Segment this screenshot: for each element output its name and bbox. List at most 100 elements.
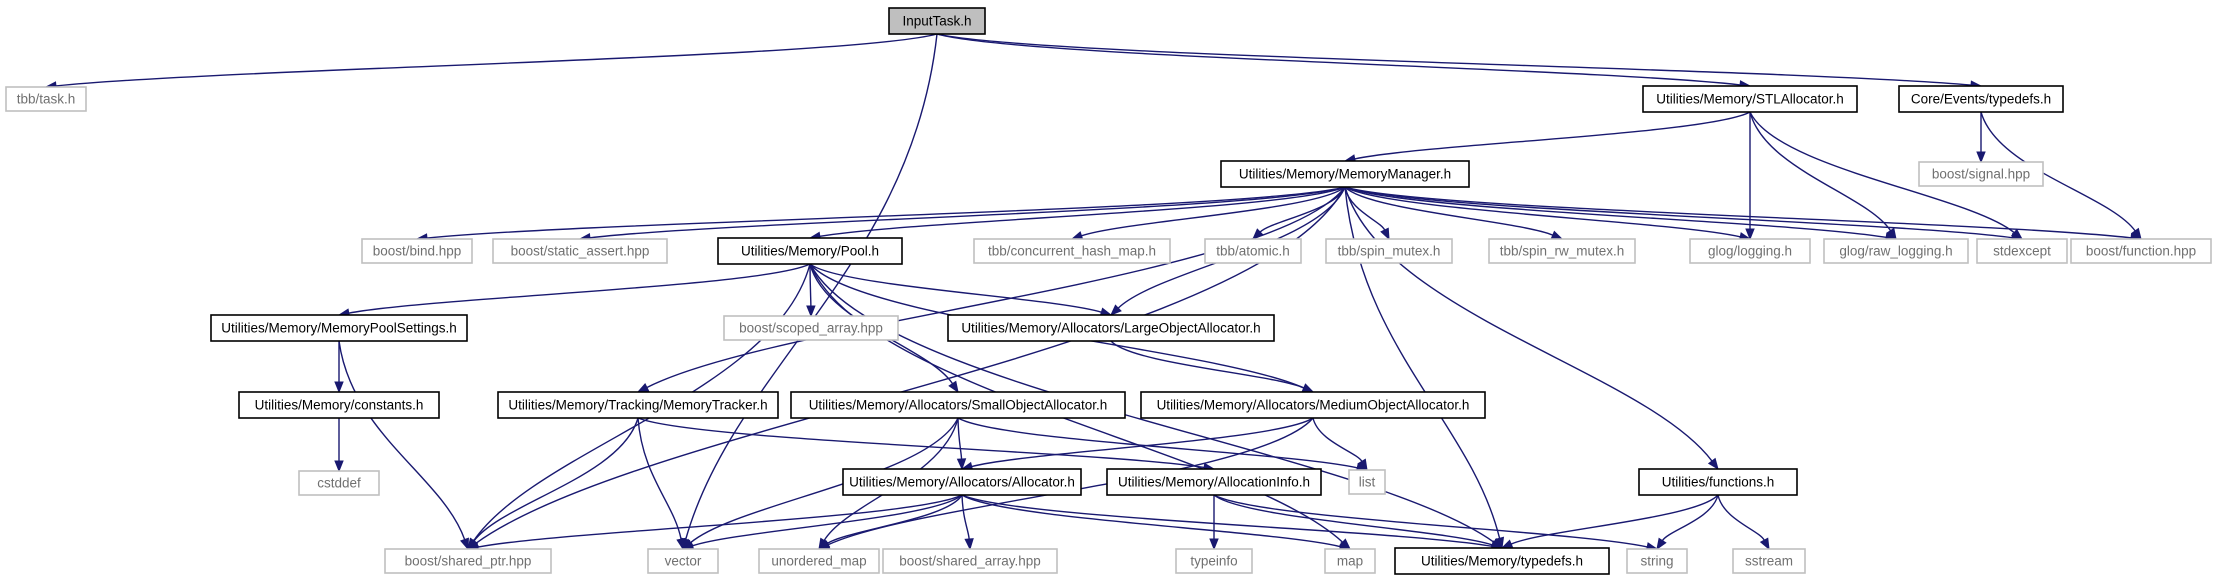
- edge-line: [961, 494, 1341, 548]
- node-stl-allocator[interactable]: Utilities/Memory/STLAllocator.h: [1642, 85, 1858, 113]
- node-memory-pool-settings[interactable]: Utilities/Memory/MemoryPoolSettings.h: [210, 314, 468, 342]
- node-tbb-task: tbb/task.h: [5, 86, 87, 112]
- node-box: [1325, 238, 1453, 264]
- node-label: Utilities/Memory/Tracking/MemoryTracker.…: [508, 398, 767, 413]
- node-box: [497, 391, 779, 419]
- arrowhead-icon: [964, 538, 974, 551]
- node-medium-object-allocator[interactable]: Utilities/Memory/Allocators/MediumObject…: [1140, 391, 1486, 419]
- node-label: Utilities/Memory/Allocators/SmallObjectA…: [809, 398, 1108, 413]
- edge-allocator-to-unordered-map: [817, 494, 963, 550]
- edge-line: [426, 186, 1346, 239]
- node-boost-bind: boost/bind.hpp: [361, 238, 473, 264]
- node-label: cstddef: [317, 476, 361, 491]
- node-label: Utilities/Memory/constants.h: [255, 398, 424, 413]
- node-box: [2070, 238, 2212, 264]
- edge-pool-to-large-object-allocator: [809, 263, 1113, 317]
- node-label: boost/scoped_array.hpp: [739, 321, 883, 336]
- edge-line: [637, 417, 682, 540]
- node-label: tbb/task.h: [17, 92, 76, 107]
- edge-line: [1344, 186, 1713, 462]
- node-vector: vector: [647, 548, 719, 574]
- arrowhead-icon: [636, 383, 650, 393]
- node-map: map: [1324, 548, 1376, 574]
- node-box: [717, 237, 903, 265]
- edge-line: [55, 33, 938, 87]
- nodes-layer: InputTask.h tbb/task.h Utilities/Memory/ST…: [5, 7, 2212, 575]
- arrowhead-icon: [460, 537, 469, 551]
- node-label: boost/shared_array.hpp: [899, 554, 1041, 569]
- node-label: map: [1337, 554, 1363, 569]
- node-allocation-info[interactable]: Utilities/Memory/AllocationInfo.h: [1106, 468, 1322, 496]
- node-label: stdexcept: [1993, 244, 2051, 259]
- node-small-object-allocator[interactable]: Utilities/Memory/Allocators/SmallObjectA…: [790, 391, 1126, 419]
- node-box: [1626, 548, 1688, 574]
- edge-line: [348, 263, 811, 314]
- edge-line: [1717, 494, 1765, 541]
- arrowhead-icon: [817, 539, 831, 550]
- node-box: [492, 238, 668, 264]
- edge-line: [1312, 417, 1363, 462]
- node-label: glog/logging.h: [1708, 244, 1792, 259]
- node-constants[interactable]: Utilities/Memory/constants.h: [238, 391, 440, 419]
- node-label: boost/signal.hpp: [1932, 167, 2030, 182]
- node-label: tbb/spin_mutex.h: [1338, 244, 1441, 259]
- node-box: [842, 468, 1082, 496]
- edge-line: [819, 186, 1346, 238]
- edge-line: [1344, 186, 2132, 239]
- node-box: [1642, 85, 1858, 113]
- arrowhead-icon: [1110, 304, 1122, 316]
- node-label: Utilities/Memory/typedefs.h: [1421, 554, 1583, 569]
- edge-line: [809, 263, 1102, 313]
- node-box: [210, 314, 468, 342]
- edge-pool-to-boost-scoped-array: [806, 263, 816, 318]
- node-label: boost/static_assert.hpp: [511, 244, 650, 259]
- edge-allocation-info-to-typeinfo: [1209, 494, 1219, 551]
- node-label: list: [1359, 475, 1376, 490]
- arrowhead-icon: [1976, 151, 1986, 164]
- edge-line: [936, 33, 1741, 86]
- edge-line: [826, 494, 963, 545]
- node-box: [1204, 238, 1302, 264]
- arrowhead-icon: [1550, 230, 1564, 240]
- node-tbb-spin-mutex: tbb/spin_mutex.h: [1325, 238, 1453, 264]
- node-box: [888, 7, 986, 35]
- edge-line: [1344, 186, 2013, 239]
- node-input-task[interactable]: InputTask.h: [888, 7, 986, 35]
- node-core-events-typedefs[interactable]: Core/Events/typedefs.h: [1898, 85, 2064, 113]
- edge-input-task-to-stl-allocator: [936, 33, 1752, 90]
- edge-large-object-allocator-to-medium-object-allocator: [1110, 340, 1315, 393]
- node-boost-scoped-array: boost/scoped_array.hpp: [723, 315, 899, 341]
- node-allocator[interactable]: Utilities/Memory/Allocators/Allocator.h: [842, 468, 1082, 496]
- edge-allocator-to-boost-shared-array: [961, 494, 974, 551]
- edge-line: [646, 186, 1346, 389]
- edge-line: [961, 494, 1493, 547]
- edge-line: [477, 494, 963, 548]
- node-memory-manager[interactable]: Utilities/Memory/MemoryManager.h: [1220, 160, 1470, 188]
- node-list: list: [1348, 469, 1386, 495]
- node-memory-tracker[interactable]: Utilities/Memory/Tracking/MemoryTracker.…: [497, 391, 779, 419]
- node-label: glog/raw_logging.h: [1839, 244, 1952, 259]
- edge-pool-to-memory-pool-settings: [337, 263, 811, 318]
- node-functions[interactable]: Utilities/functions.h: [1638, 468, 1798, 496]
- node-box: [1898, 85, 2064, 113]
- node-box: [238, 391, 440, 419]
- edge-functions-to-memory-typedefs: [1500, 494, 1719, 549]
- node-memory-typedefs[interactable]: Utilities/Memory/typedefs.h: [1394, 547, 1610, 575]
- edge-medium-object-allocator-to-list: [1312, 417, 1368, 472]
- arrowhead-icon: [1380, 227, 1390, 241]
- node-box: [1638, 468, 1798, 496]
- node-label: Utilities/Memory/MemoryManager.h: [1239, 167, 1451, 182]
- arrowhead-icon: [1500, 539, 1514, 549]
- node-box: [1918, 161, 2044, 187]
- edge-line: [1344, 186, 1887, 239]
- node-large-object-allocator[interactable]: Utilities/Memory/Allocators/LargeObjectA…: [947, 314, 1275, 342]
- node-boost-function: boost/function.hpp: [2070, 238, 2212, 264]
- edge-allocator-to-map: [961, 494, 1352, 552]
- edge-line: [338, 340, 466, 540]
- node-tbb-atomic: tbb/atomic.h: [1204, 238, 1302, 264]
- edge-line: [1259, 186, 1346, 233]
- node-label: Utilities/Memory/MemoryPoolSettings.h: [221, 321, 457, 336]
- node-pool[interactable]: Utilities/Memory/Pool.h: [717, 237, 903, 265]
- node-box: [1220, 160, 1470, 188]
- edge-stl-allocator-to-memory-manager: [1343, 111, 1751, 164]
